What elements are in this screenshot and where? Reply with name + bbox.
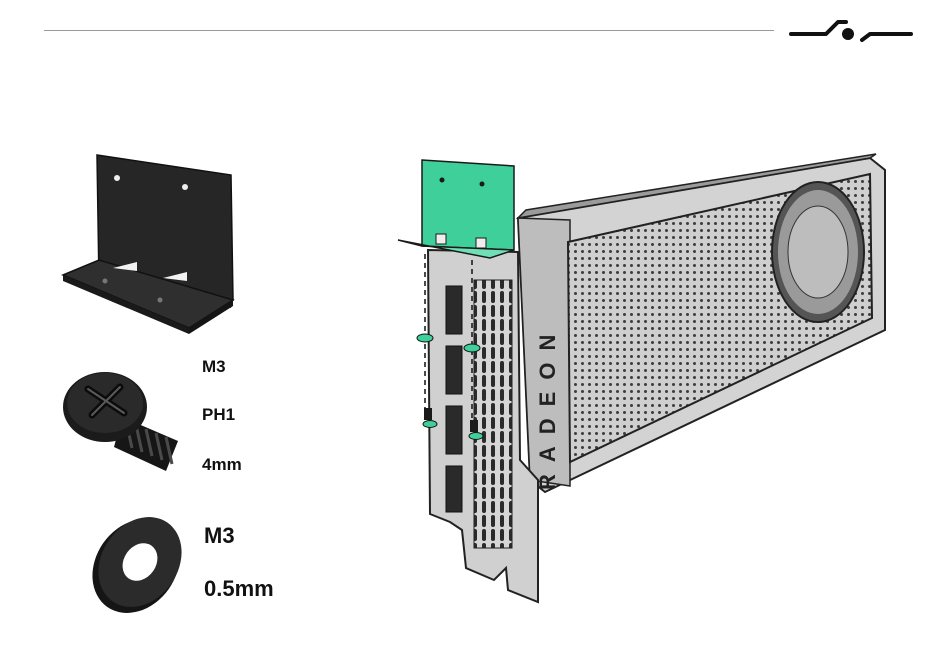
screw-head-label: PH1 bbox=[202, 405, 235, 425]
screw-icon bbox=[60, 355, 195, 475]
radeon-brand-text: RADEON bbox=[535, 323, 560, 490]
washer-thickness-label: 0.5mm bbox=[204, 576, 274, 602]
switch-logo-icon bbox=[786, 12, 916, 48]
mounting-bracket-icon bbox=[55, 150, 245, 340]
screw-length-label: 4mm bbox=[202, 455, 242, 475]
header-divider bbox=[44, 30, 774, 31]
washer-size-label: M3 bbox=[204, 523, 235, 549]
screw-thread-label: M3 bbox=[202, 357, 226, 377]
graphics-card-icon: RADEON bbox=[390, 150, 890, 610]
washer-icon bbox=[88, 510, 188, 620]
